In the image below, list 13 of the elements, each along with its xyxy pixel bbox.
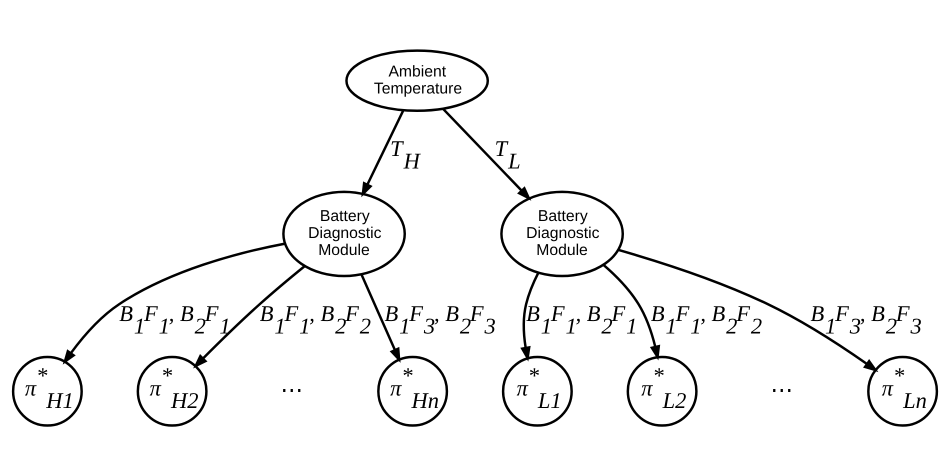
arrow bbox=[360, 274, 401, 362]
arrow bbox=[442, 107, 532, 200]
node-ellipse: Ambient Temperature bbox=[345, 48, 490, 112]
arrow bbox=[618, 248, 878, 372]
label: ⋯ bbox=[280, 376, 303, 402]
arrow bbox=[62, 242, 286, 364]
node-ellipse: Battery Diagnostic Module bbox=[282, 190, 406, 277]
node-ellipse: Battery Diagnostic Module bbox=[500, 190, 624, 277]
arrow bbox=[361, 110, 404, 197]
arrow bbox=[602, 263, 660, 360]
arrow bbox=[193, 264, 306, 368]
arrow bbox=[520, 272, 540, 362]
label: ⋯ bbox=[770, 376, 793, 402]
